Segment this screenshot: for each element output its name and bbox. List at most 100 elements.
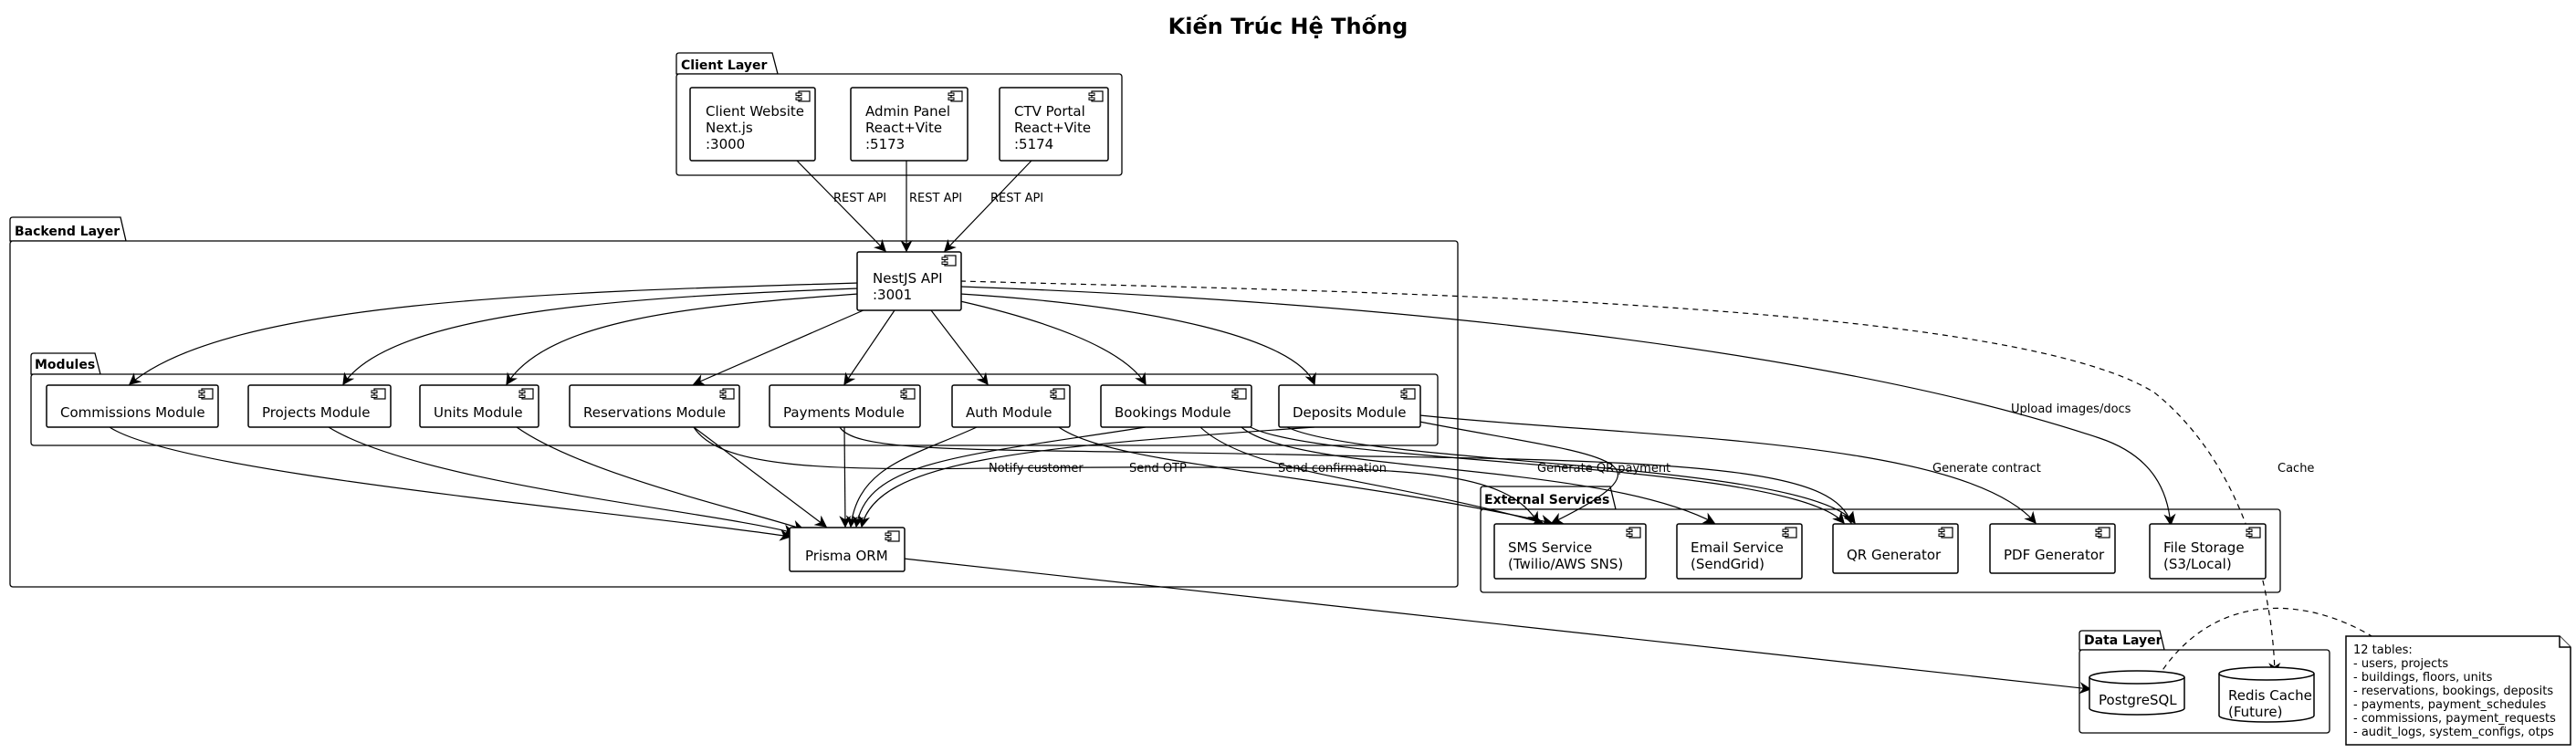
edge-api-to-reservations	[692, 306, 873, 386]
nestjs-api-component: NestJS API :3001	[856, 251, 962, 311]
component-icon	[1938, 527, 1953, 539]
edge-deposits-to-qr	[1286, 426, 1856, 525]
edge-auth-to-prisma	[845, 426, 978, 528]
edge-label-generate-contract: Generate contract	[1932, 462, 2041, 476]
database-cylinder-icon	[2089, 670, 2185, 716]
note-line: - reservations, bookings, deposits	[2353, 685, 2553, 698]
qr-generator-component: QR Generator	[1832, 523, 1959, 574]
bookings-module-component: Bookings Module	[1100, 384, 1252, 428]
edge-api-to-payments	[843, 309, 895, 386]
reservations-module-label: Reservations Module	[583, 404, 726, 421]
edge-label-cache: Cache	[2278, 462, 2314, 476]
edge-api-to-deposits	[959, 293, 1316, 386]
edge-api-to-projects	[342, 288, 859, 386]
projects-module-label: Projects Module	[262, 404, 370, 421]
edge-api-to-bookings	[959, 300, 1147, 386]
bookings-module-label: Bookings Module	[1115, 404, 1231, 421]
note-line: - users, projects	[2353, 657, 2448, 671]
client-website-component: Client Website Next.js :3000	[689, 87, 816, 162]
external-services-title: External Services	[1484, 493, 1609, 507]
edge-label-rest-api: REST API	[909, 192, 962, 205]
component-icon	[719, 388, 735, 400]
reservations-module-component: Reservations Module	[569, 384, 740, 428]
backend-layer-title: Backend Layer	[15, 225, 120, 239]
auth-module-label: Auth Module	[966, 404, 1052, 421]
edge-deposits-to-sms	[1419, 421, 1618, 524]
file-storage-line2: (S3/Local)	[2163, 556, 2232, 572]
edge-label-rest-api: REST API	[990, 192, 1043, 205]
tables-note: 12 tables: - users, projects - buildings…	[2345, 635, 2571, 746]
data-layer-title: Data Layer	[2084, 633, 2162, 648]
auth-module-component: Auth Module	[951, 384, 1071, 428]
redis-cache-line1: Redis Cache	[2228, 687, 2312, 704]
database-cylinder-icon	[2218, 666, 2315, 723]
edge-units-to-prisma	[516, 426, 805, 532]
client-website-line2: Next.js	[706, 120, 753, 136]
component-icon	[2095, 527, 2110, 539]
edge-labels: REST API REST API REST API Upload images…	[833, 192, 2314, 476]
email-service-line2: (SendGrid)	[1691, 556, 1764, 572]
edge-api-to-file-storage	[959, 286, 2176, 527]
qr-generator-label: QR Generator	[1847, 547, 1942, 563]
note-line: - commissions, payment_requests	[2353, 712, 2556, 726]
ctv-portal-component: CTV Portal React+Vite :5174	[999, 87, 1109, 162]
file-storage-component: File Storage (S3/Local)	[2149, 523, 2267, 580]
component-icon	[1088, 90, 1104, 102]
edge-commissions-to-prisma	[109, 426, 792, 541]
ctv-portal-line1: CTV Portal	[1014, 103, 1085, 120]
component-icon	[941, 255, 957, 267]
component-icon	[900, 388, 916, 400]
edge-payments-to-qr	[839, 426, 1854, 525]
edge-bookings-to-sms	[1199, 426, 1545, 527]
component-icon	[518, 388, 534, 400]
pdf-generator-component: PDF Generator	[1989, 523, 2116, 574]
commissions-module-label: Commissions Module	[60, 404, 205, 421]
component-icon	[885, 530, 900, 542]
prisma-orm-component: Prisma ORM	[789, 527, 906, 572]
edge-bookings-to-prisma	[852, 426, 1147, 528]
component-icon	[948, 90, 963, 102]
admin-panel-line2: React+Vite	[865, 120, 942, 136]
commissions-module-component: Commissions Module	[46, 384, 219, 428]
note-folded-corner-icon	[2345, 635, 2571, 746]
edge-label-rest-api: REST API	[833, 192, 886, 205]
nestjs-api-line1: NestJS API	[873, 270, 943, 287]
edge-api-to-auth	[930, 309, 989, 386]
payments-module-component: Payments Module	[769, 384, 921, 428]
edge-deposits-to-pdf	[1419, 414, 2037, 524]
ctv-portal-line3: :5174	[1014, 136, 1053, 152]
component-icon	[795, 90, 811, 102]
modules-title: Modules	[35, 358, 95, 372]
file-storage-line1: File Storage	[2163, 539, 2245, 556]
edge-label-notify-customer: Notify customer	[989, 462, 1084, 476]
client-website-line1: Client Website	[706, 103, 804, 120]
note-line: 12 tables:	[2353, 643, 2413, 657]
component-icon	[198, 388, 214, 400]
redis-cache-line2: (Future)	[2228, 704, 2282, 720]
edge-ctv-to-api	[944, 160, 1032, 252]
edge-label-send-confirmation: Send confirmation	[1278, 462, 1387, 476]
units-module-component: Units Module	[419, 384, 539, 428]
note-line: - buildings, floors, units	[2353, 671, 2493, 685]
edge-client-to-api	[796, 160, 886, 252]
payments-module-label: Payments Module	[783, 404, 905, 421]
component-icon	[1231, 388, 1247, 400]
admin-panel-component: Admin Panel React+Vite :5173	[850, 87, 969, 162]
deposits-module-label: Deposits Module	[1293, 404, 1406, 421]
edge-label-send-otp: Send OTP	[1129, 462, 1187, 476]
deposits-module-component: Deposits Module	[1278, 384, 1421, 428]
postgresql-database: PostgreSQL	[2089, 670, 2185, 716]
edge-reservations-to-sms	[693, 426, 1539, 525]
note-line: - payments, payment_schedules	[2353, 698, 2546, 712]
client-website-line3: :3000	[706, 136, 745, 152]
edge-api-to-commissions	[128, 282, 859, 385]
component-icon	[1626, 527, 1641, 539]
edge-prisma-to-postgres	[903, 558, 2092, 695]
edge-api-to-units	[506, 293, 859, 386]
ctv-portal-line2: React+Vite	[1014, 120, 1091, 136]
prisma-orm-label: Prisma ORM	[805, 548, 888, 564]
edge-label-generate-qr: Generate QR payment	[1537, 462, 1670, 476]
edge-projects-to-prisma	[328, 426, 796, 537]
edge-reservations-to-prisma	[693, 426, 828, 528]
diagram-title: Kiến Trúc Hệ Thống	[1168, 14, 1408, 39]
